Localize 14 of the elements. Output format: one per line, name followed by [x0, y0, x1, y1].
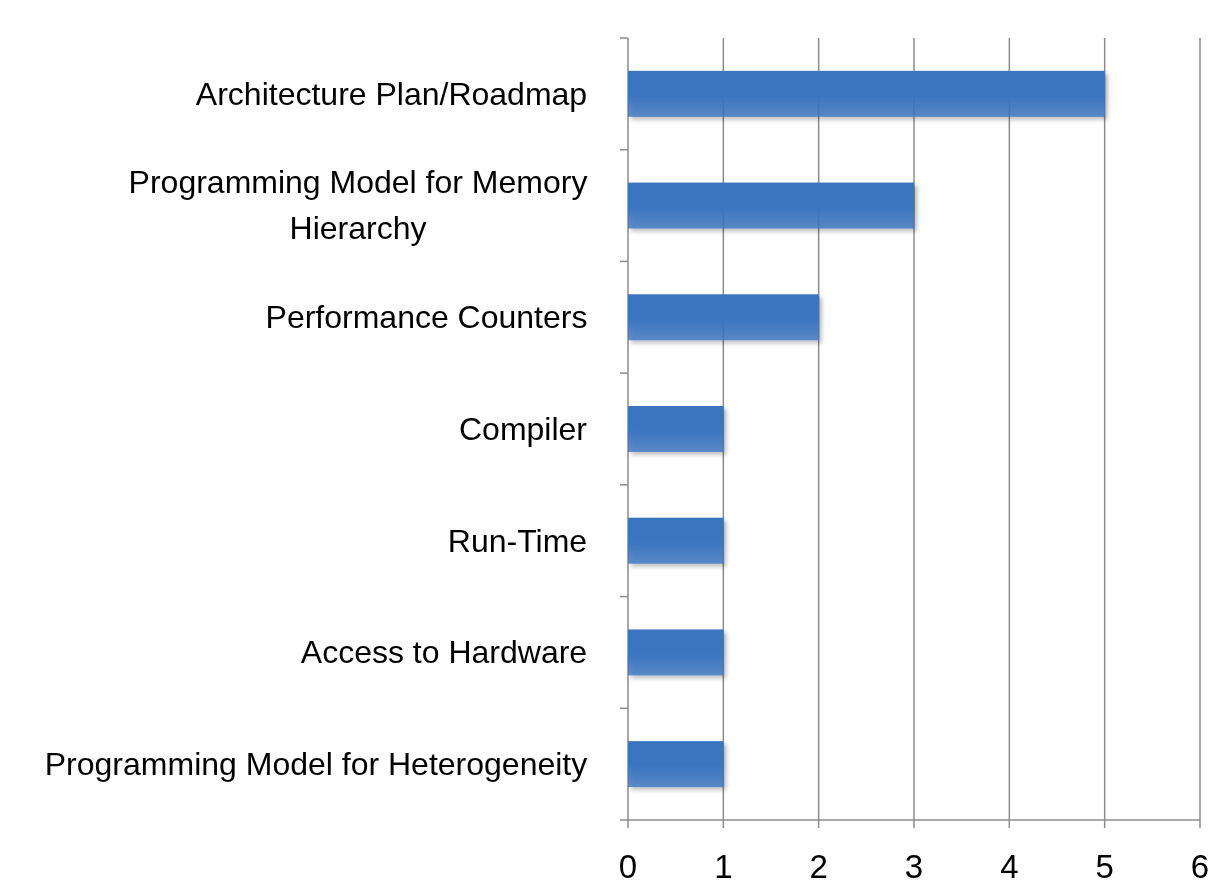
- tick-label: 1: [714, 848, 733, 885]
- tick-label: 0: [618, 848, 638, 885]
- tick-label: 5: [1095, 848, 1114, 885]
- category-label: Programming Model for Heterogeneity: [44, 745, 588, 785]
- category-label: Access to Hardware: [300, 633, 588, 673]
- tick-label: 3: [904, 848, 924, 885]
- category-label: Performance Counters: [265, 298, 588, 338]
- tick-label: 4: [1000, 848, 1019, 885]
- category-label: Compiler: [458, 410, 588, 449]
- category-label: Architecture Plan/Roadmap: [195, 74, 588, 114]
- tick-label: 6: [1190, 848, 1210, 885]
- tick-label: 2: [809, 848, 828, 885]
- category-label: Programming Model for Memory Hierarchy: [128, 163, 588, 249]
- category-label: Run-Time: [447, 521, 588, 561]
